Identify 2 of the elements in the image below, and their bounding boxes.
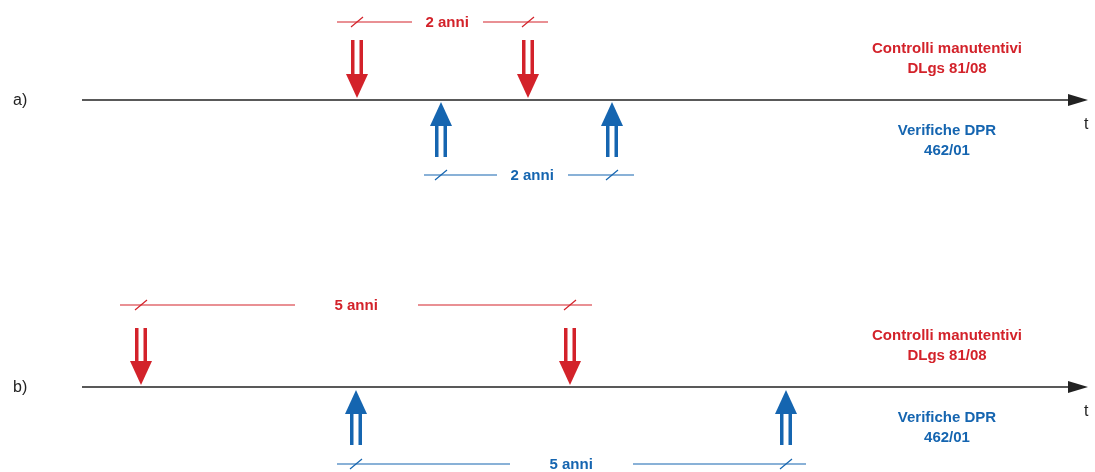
panel-label: a)	[13, 90, 28, 110]
panel-label: b)	[13, 377, 28, 397]
